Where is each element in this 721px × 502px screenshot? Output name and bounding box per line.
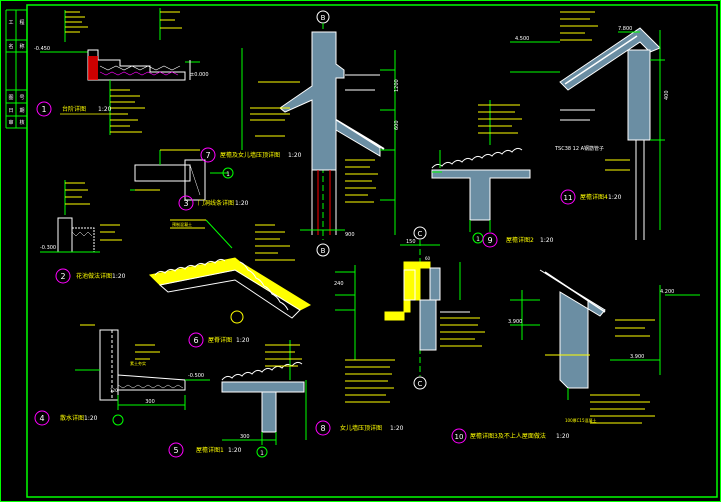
detail-title: 屋檐详图1 <box>196 446 224 454</box>
axis-marker: B <box>321 14 326 22</box>
detail-3-door-moulding: 1 <box>130 149 234 201</box>
dim-label: 60 <box>425 256 431 261</box>
tb-cell: 名 <box>8 43 13 50</box>
detail-1-label: 1 台阶详图 1:20 <box>36 101 112 117</box>
title-block: 工 程 名 称 图 号 日 期 审 核 <box>5 9 27 129</box>
dim-label: 400 <box>664 90 670 100</box>
detail-number: 7 <box>205 151 210 160</box>
detail-scale: 1:20 <box>288 152 302 159</box>
drawing-frame <box>26 4 718 498</box>
detail-8-label: 8 女儿墙压顶详图 1:20 <box>315 420 404 436</box>
detail-number: 1 <box>41 105 46 114</box>
detail-scale: 1:20 <box>235 200 249 207</box>
elev-label: 3.900 <box>508 319 522 325</box>
detail-9-label: 9 屋檐详图2 1:20 <box>482 232 554 248</box>
detail-title: 屋檐详图2 <box>506 236 534 244</box>
tb-cell: 审 <box>8 119 13 126</box>
detail-scale: 1:20 <box>556 433 570 440</box>
tb-cell: 日 <box>8 108 13 114</box>
detail-7-eave-parapet: B 900 1200 600 <box>241 10 400 240</box>
detail-scale: 1:20 <box>540 237 554 244</box>
detail-number: 10 <box>455 433 464 441</box>
tb-cell: 期 <box>19 108 24 114</box>
detail-2-planter: -0.300 <box>40 180 122 253</box>
detail-number: 9 <box>487 236 492 245</box>
dim-label: 900 <box>345 232 355 238</box>
dim-label: 120 <box>110 388 118 393</box>
detail-title: 屋檐详图4 <box>580 193 608 201</box>
tb-cell: 核 <box>19 119 24 126</box>
elev-label: 4.200 <box>660 289 674 295</box>
detail-number: 8 <box>320 424 325 433</box>
detail-8-parapet-cap: B C C 150 240 <box>316 226 485 403</box>
tb-cell: 程 <box>19 19 24 26</box>
detail-number: 5 <box>173 446 178 455</box>
detail-scale: 1:20 <box>98 106 112 113</box>
detail-title: 屋檐详图3及不上人屋面做法 <box>470 432 546 440</box>
detail-scale: 1:20 <box>236 337 250 344</box>
tb-cell: 工 <box>8 20 13 26</box>
detail-scale: 1:20 <box>608 194 622 201</box>
dim-label: 240 <box>334 281 344 287</box>
tb-cell: 号 <box>19 95 24 101</box>
dim-label: 300 <box>145 399 155 405</box>
tb-cell: 图 <box>8 95 13 101</box>
detail-scale: 1:20 <box>84 415 98 422</box>
detail-1-step: -0.450 ±0.000 <box>34 8 209 135</box>
dim-label: 300 <box>240 434 250 440</box>
elev-label: 7.800 <box>618 26 632 32</box>
hatch-note: 预制混凝土 <box>172 221 192 227</box>
detail-title: 屋脊详图 <box>208 336 232 344</box>
detail-title: 花池做法详图 <box>76 272 112 280</box>
detail-5-label: 5 屋檐详图1 1:20 <box>168 442 242 458</box>
detail-10-eave: 3.900 4.200 3.900 <box>508 269 700 424</box>
detail-6-label: 6 屋脊详图 1:20 <box>188 332 250 348</box>
detail-number: 11 <box>564 194 573 202</box>
detail-3-label: 3 门洞线条详图 1:20 <box>178 195 249 211</box>
detail-scale: 1:20 <box>112 273 126 280</box>
detail-number: 2 <box>60 272 65 281</box>
elev-label: -0.300 <box>40 245 56 251</box>
spec-note: 素土夯实 <box>130 360 146 366</box>
detail-number: 4 <box>39 414 44 423</box>
dim-label: 600 <box>394 120 400 130</box>
elev-label: 4.500 <box>515 36 529 42</box>
detail-title: 门洞线条详图 <box>198 199 234 207</box>
spec-note: 100厚C15混凝土 <box>565 417 597 423</box>
elev-label: 3.900 <box>630 354 644 360</box>
detail-6-ridge <box>148 219 312 324</box>
dim-label: 150 <box>406 239 416 245</box>
axis-marker: C <box>418 230 423 238</box>
detail-9-eave: 1 <box>431 100 531 244</box>
detail-2-label: 2 花池做法详图 1:20 <box>55 268 126 284</box>
axis-marker: 1 <box>226 171 230 178</box>
detail-11-label: 11 屋檐详图4 1:20 <box>560 189 622 205</box>
detail-7-label: 7 屋檐及女儿墙压顶详图 1:20 <box>200 147 302 163</box>
detail-title: 散水详图 <box>60 414 84 422</box>
elev-label: -0.450 <box>34 46 50 52</box>
detail-title: 台阶详图 <box>62 105 86 113</box>
detail-11-eave: 7.800 4.500 TSC38 12 A钢筋管子 400 <box>510 11 670 240</box>
axis-marker: C <box>418 380 423 388</box>
elev-label: ±0.000 <box>190 72 209 78</box>
dim-label: 1200 <box>394 79 400 92</box>
axis-marker: B <box>321 247 326 255</box>
detail-scale: 1:20 <box>228 447 242 454</box>
tsc-note: TSC38 12 A钢筋管子 <box>554 145 604 152</box>
axis-marker: 1 <box>260 450 264 457</box>
detail-scale: 1:20 <box>390 425 404 432</box>
axis-marker: 1 <box>476 236 480 243</box>
detail-title: 女儿墙压顶详图 <box>340 424 382 432</box>
tb-cell: 称 <box>19 43 24 50</box>
detail-number: 3 <box>183 199 188 208</box>
elev-label: -0.500 <box>188 373 204 379</box>
detail-5-eave: 300 1 <box>221 340 307 458</box>
detail-title: 屋檐及女儿墙压顶详图 <box>220 151 280 159</box>
detail-4-label: 4 散水详图 1:20 <box>34 410 98 426</box>
detail-4-apron: -0.500 300 <box>75 324 210 426</box>
detail-number: 6 <box>193 336 198 345</box>
detail-10-label: 10 屋檐详图3及不上人屋面做法 1:20 <box>451 428 570 444</box>
